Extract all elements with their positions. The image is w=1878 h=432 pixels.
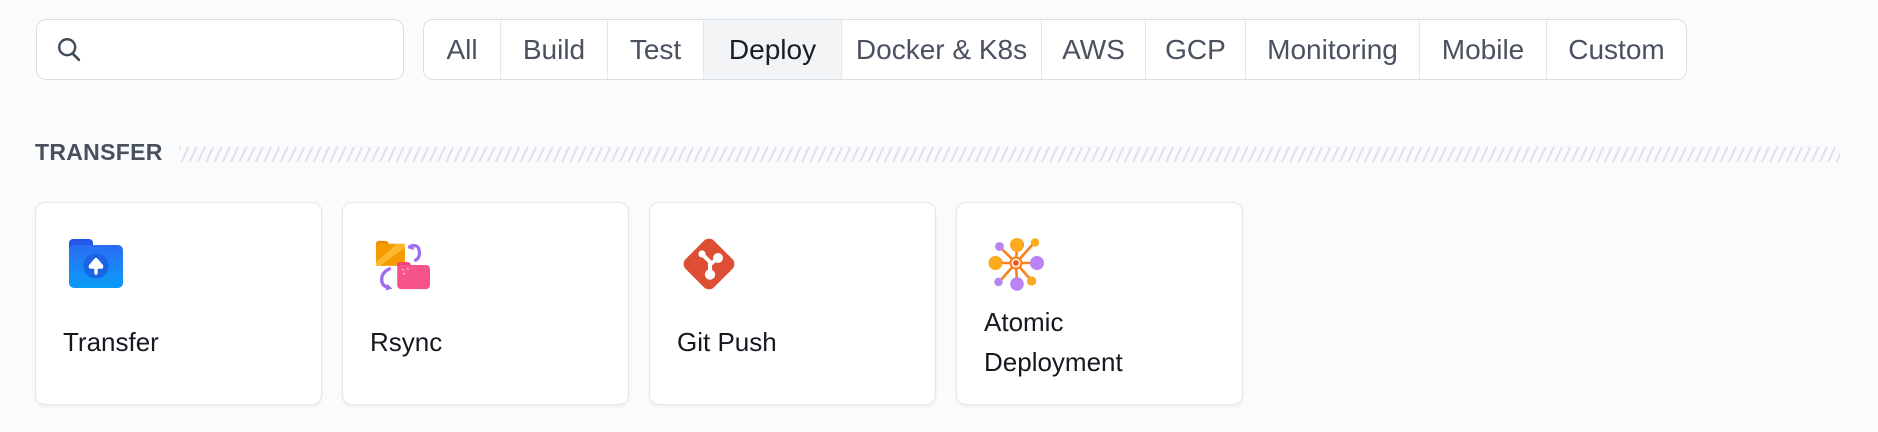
section-header-transfer: TRANSFER — [35, 139, 1840, 165]
search-input[interactable] — [97, 33, 389, 66]
tab-docker-k8s[interactable]: Docker & K8s — [842, 20, 1042, 79]
filter-tabbar: All Build Test Deploy Docker & K8s AWS G… — [423, 19, 1687, 80]
card-label: Transfer — [63, 327, 159, 357]
section-hatch-divider — [178, 146, 1840, 162]
tab-gcp[interactable]: GCP — [1146, 20, 1246, 79]
card-label: Atomic Deployment — [984, 307, 1123, 377]
folder-upload-icon — [69, 239, 123, 288]
search-icon — [58, 37, 81, 61]
tab-build[interactable]: Build — [501, 20, 608, 79]
atomic-network-icon — [988, 238, 1044, 291]
tab-monitoring[interactable]: Monitoring — [1246, 20, 1420, 79]
card-label: Rsync — [370, 327, 443, 357]
tab-aws[interactable]: AWS — [1042, 20, 1146, 79]
tab-deploy[interactable]: Deploy — [704, 20, 842, 79]
tab-mobile[interactable]: Mobile — [1420, 20, 1547, 79]
action-card-rsync[interactable]: Rsync — [342, 202, 629, 405]
search-box[interactable] — [36, 19, 404, 80]
action-card-git-push[interactable]: Git Push — [649, 202, 936, 405]
action-card-atomic-deployment[interactable]: Atomic Deployment — [956, 202, 1243, 405]
git-icon — [683, 238, 735, 290]
tab-all[interactable]: All — [424, 20, 501, 79]
tab-test[interactable]: Test — [608, 20, 704, 79]
action-card-transfer[interactable]: Transfer — [35, 202, 322, 405]
action-card-grid: Transfer Rsync — [35, 202, 1243, 405]
card-label: Git Push — [677, 327, 777, 357]
section-title: TRANSFER — [35, 138, 163, 165]
folders-sync-icon — [376, 240, 430, 291]
tab-custom[interactable]: Custom — [1568, 33, 1665, 65]
